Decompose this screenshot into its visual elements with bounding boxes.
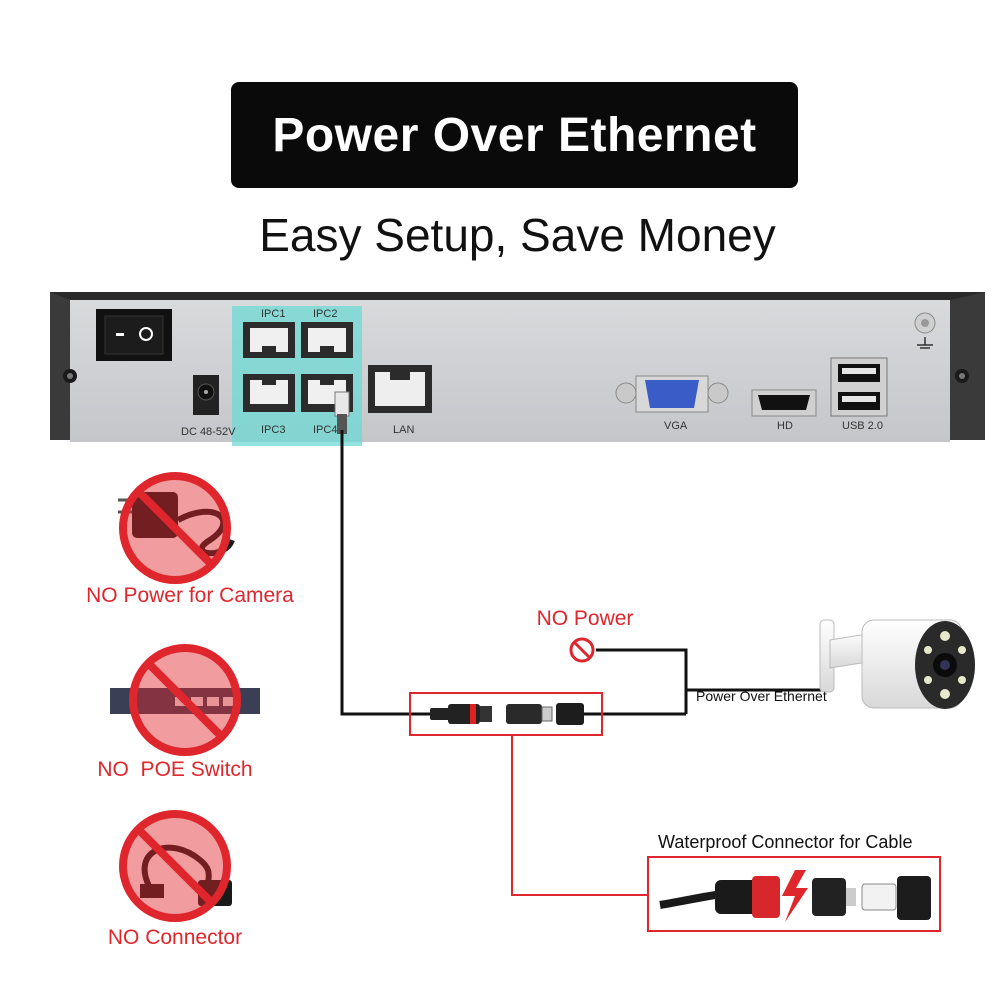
page-title: Power Over Ethernet [272, 108, 757, 162]
bullet-camera-icon [819, 619, 975, 709]
hd-label: HD [777, 420, 793, 432]
page-subtitle: Easy Setup, Save Money [259, 209, 776, 261]
connector-highlight-box [409, 692, 603, 736]
waterproof-connector-box [647, 856, 941, 932]
red-link-line [511, 735, 648, 896]
usb-label: USB 2.0 [842, 420, 883, 432]
ipc4-label: IPC4 [313, 424, 338, 436]
ethernet-port-icon [243, 374, 295, 412]
nvr-back-panel [50, 292, 985, 442]
ethernet-port-icon [301, 322, 353, 358]
ipc3-label: IPC3 [261, 424, 286, 436]
waterproof-connector-label: Waterproof Connector for Cable [658, 832, 913, 852]
no-power-label: NO Power [536, 607, 634, 630]
hdmi-port-icon [751, 389, 817, 417]
ipc2-label: IPC2 [313, 308, 338, 320]
waterproof-connector-icon [659, 870, 931, 922]
vga-port-icon [615, 375, 729, 413]
camera-poe-label: Power Over Ethernet [696, 688, 827, 704]
title-banner: Power Over Ethernet [231, 82, 798, 188]
power-switch [96, 309, 172, 361]
dc-jack-icon [193, 375, 219, 415]
lan-label: LAN [393, 424, 415, 436]
no-poe-switch-label: NO POE Switch [97, 758, 253, 781]
ground-screw-icon [914, 312, 936, 349]
ipc1-label: IPC1 [261, 308, 286, 320]
network-switch-icon [110, 644, 260, 756]
no-power-icon [569, 637, 595, 663]
ethernet-plug-icon [334, 391, 350, 434]
usb-connector-icon [119, 810, 232, 922]
lan-port-icon [368, 365, 432, 413]
dc-label: DC 48-52V [181, 426, 236, 438]
vga-label: VGA [664, 420, 688, 432]
no-connector-label: NO Connector [107, 926, 243, 949]
cable-connector-icon [430, 703, 584, 725]
ethernet-cable [340, 430, 435, 716]
power-adapter-icon [118, 472, 235, 584]
no-power-camera-label: NO Power for Camera [86, 584, 294, 607]
ethernet-port-icon [243, 322, 295, 358]
usb-ports-icon [830, 357, 888, 417]
